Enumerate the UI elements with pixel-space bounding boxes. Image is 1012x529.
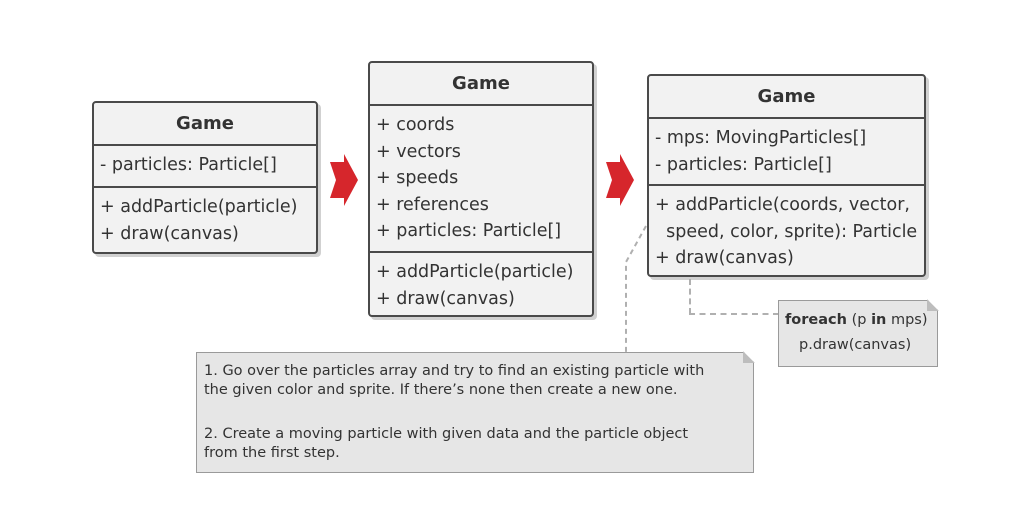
- note-fold-icon: [743, 351, 755, 363]
- class-title: Game: [370, 63, 592, 106]
- field-line: + speeds: [376, 168, 459, 188]
- class-title: Game: [649, 76, 924, 119]
- note-fold-icon: [927, 299, 939, 311]
- method-line: + draw(canvas): [100, 223, 239, 244]
- note-add-particle: 1. Go over the particles array and try t…: [196, 351, 755, 473]
- note-line: [204, 400, 704, 425]
- field-line: + coords: [376, 115, 455, 135]
- note-draw-loop: foreach (p in mps) p.draw(canvas): [778, 299, 939, 367]
- methods-section: + addParticle(particle) + draw(canvas): [370, 253, 592, 312]
- class-game-flyweight: Game - mps: MovingParticles[] - particle…: [647, 74, 926, 277]
- fields-section: - particles: Particle[]: [94, 146, 316, 188]
- field-line: - mps: MovingParticles[]: [655, 128, 867, 148]
- method-line: + draw(canvas): [376, 288, 515, 309]
- field-line: + vectors: [376, 141, 461, 162]
- keyword-in: in: [871, 312, 887, 328]
- note-add-text: 1. Go over the particles array and try t…: [204, 362, 704, 463]
- note-line: from the first step.: [204, 445, 340, 461]
- note-connector-add: [625, 225, 647, 354]
- keyword-foreach: foreach: [785, 312, 847, 328]
- note-line: 1. Go over the particles array and try t…: [204, 363, 705, 379]
- methods-section: + addParticle(particle) + draw(canvas): [94, 188, 316, 247]
- fields-section: + coords + vectors + speeds + references…: [370, 106, 592, 253]
- note-connector-draw: [689, 313, 779, 315]
- fields-section: - mps: MovingParticles[] - particles: Pa…: [649, 119, 924, 186]
- method-line: + addParticle(coords, vector,: [655, 195, 910, 215]
- field-line: + particles: Particle[]: [376, 221, 562, 241]
- method-line: + addParticle(particle): [376, 262, 574, 282]
- right-arrow: [330, 154, 358, 206]
- note-draw-line1: foreach (p in mps): [785, 311, 928, 330]
- note-line: the given color and sprite. If there’s n…: [204, 382, 678, 398]
- class-game-original: Game - particles: Particle[] + addPartic…: [92, 101, 318, 254]
- note-draw-line2: p.draw(canvas): [799, 337, 912, 353]
- note-text: (p: [846, 312, 872, 328]
- field-line: - particles: Particle[]: [100, 155, 277, 175]
- class-game-extrinsic: Game + coords + vectors + speeds + refer…: [368, 61, 594, 317]
- method-line: speed, color, sprite): Particle: [655, 221, 918, 242]
- note-text: mps): [886, 312, 928, 328]
- field-line: - particles: Particle[]: [655, 154, 832, 175]
- note-line: 2. Create a moving particle with given d…: [204, 426, 689, 442]
- right-arrow: [606, 154, 634, 206]
- class-title: Game: [94, 103, 316, 146]
- note-connector-draw: [689, 279, 691, 314]
- field-line: + references: [376, 194, 489, 215]
- method-line: + draw(canvas): [655, 248, 794, 268]
- method-line: + addParticle(particle): [100, 197, 298, 217]
- methods-section: + addParticle(coords, vector, speed, col…: [649, 186, 924, 272]
